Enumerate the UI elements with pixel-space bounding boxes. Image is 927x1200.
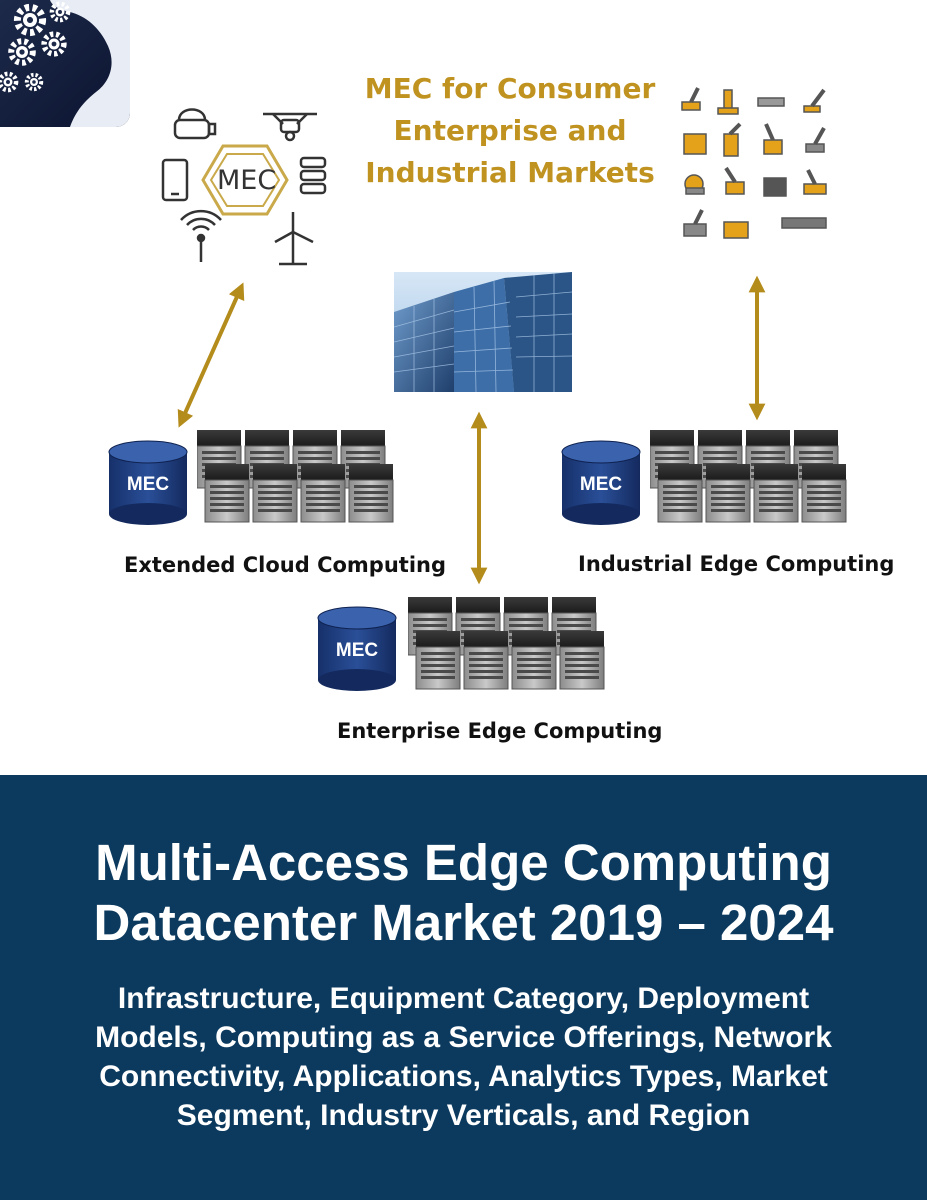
caption-enterprise: Enterprise Edge Computing (337, 719, 663, 743)
server-rack-extended (197, 430, 402, 535)
connection-arrows (177, 275, 766, 585)
server-rack-industrial (650, 430, 855, 535)
vr-headset-icon (173, 108, 217, 140)
headline-line: Industrial Markets (365, 156, 655, 189)
db-label: MEC (579, 474, 623, 495)
hub-label: MEC (217, 165, 277, 196)
db-label: MEC (126, 474, 170, 495)
server-stack-icon (299, 156, 327, 195)
report-subtitle-line: Connectivity, Applications, Analytics Ty… (99, 1060, 828, 1093)
smartphone-icon (161, 158, 189, 202)
building-photo (393, 272, 573, 393)
headline-line: MEC for Consumer (364, 72, 656, 105)
caption-extended: Extended Cloud Computing (124, 553, 446, 577)
report-title-line: Datacenter Market 2019 – 2024 (93, 894, 834, 951)
report-subtitle-line: Infrastructure, Equipment Category, Depl… (117, 982, 810, 1015)
mec-database-enterprise: MEC (316, 606, 398, 692)
headline: MEC for Consumer Enterprise and Industri… (350, 68, 670, 194)
report-subtitle-line: Models, Computing as a Service Offerings… (95, 1021, 832, 1054)
industrial-robots-image (678, 84, 838, 248)
server-rack-enterprise (408, 597, 613, 702)
arrow-consumer-extended (177, 282, 245, 428)
mec-database-industrial: MEC (560, 440, 642, 526)
consumer-devices: MEC (155, 100, 330, 270)
title-banner (0, 775, 927, 1200)
caption-industrial: Industrial Edge Computing (578, 552, 895, 576)
mec-database-extended: MEC (107, 440, 189, 526)
wind-turbine-icon (274, 212, 314, 266)
db-label: MEC (335, 640, 379, 661)
wifi-antenna-icon (180, 209, 222, 262)
logo (0, 0, 130, 127)
robot-arm-icon (681, 87, 827, 239)
headline-line: Enterprise and (393, 114, 627, 147)
drone-icon (263, 112, 317, 142)
report-subtitle-line: Segment, Industry Verticals, and Region (176, 1099, 751, 1132)
report-title-line: Multi-Access Edge Computing (95, 834, 832, 891)
